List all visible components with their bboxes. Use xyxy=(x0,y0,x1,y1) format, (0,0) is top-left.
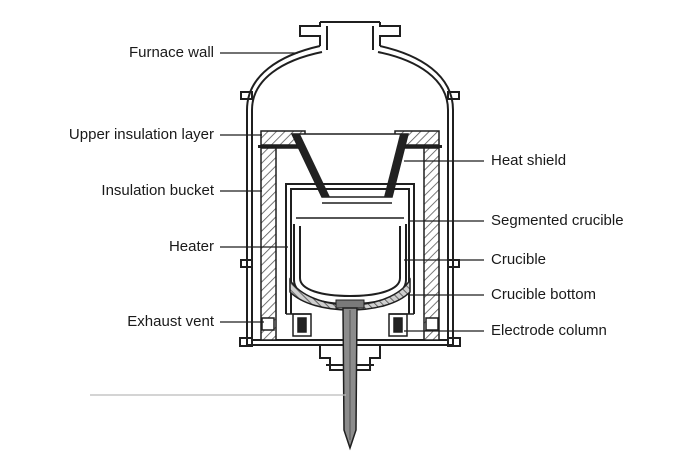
label-upper-insulation-layer: Upper insulation layer xyxy=(68,126,214,143)
electrode-column xyxy=(286,313,414,337)
label-crucible: Crucible xyxy=(491,251,547,268)
label-electrode-column: Electrode column xyxy=(491,322,607,339)
leader-lines xyxy=(90,52,484,396)
heat-shield xyxy=(290,133,409,204)
label-heat-shield: Heat shield xyxy=(491,152,567,169)
label-segmented-crucible: Segmented crucible xyxy=(491,212,624,229)
label-heater: Heater xyxy=(168,238,214,255)
label-furnace-wall: Furnace wall xyxy=(128,44,214,61)
crucible xyxy=(299,226,401,298)
label-insulation-bucket: Insulation bucket xyxy=(101,182,214,199)
label-crucible-bottom: Crucible bottom xyxy=(491,286,597,303)
exhaust-vent xyxy=(261,317,439,331)
insulation-bucket xyxy=(260,147,440,341)
furnace-wall xyxy=(239,21,461,371)
crucible-shaft xyxy=(342,307,358,451)
heater xyxy=(285,183,415,314)
label-exhaust-vent: Exhaust vent xyxy=(127,313,214,330)
